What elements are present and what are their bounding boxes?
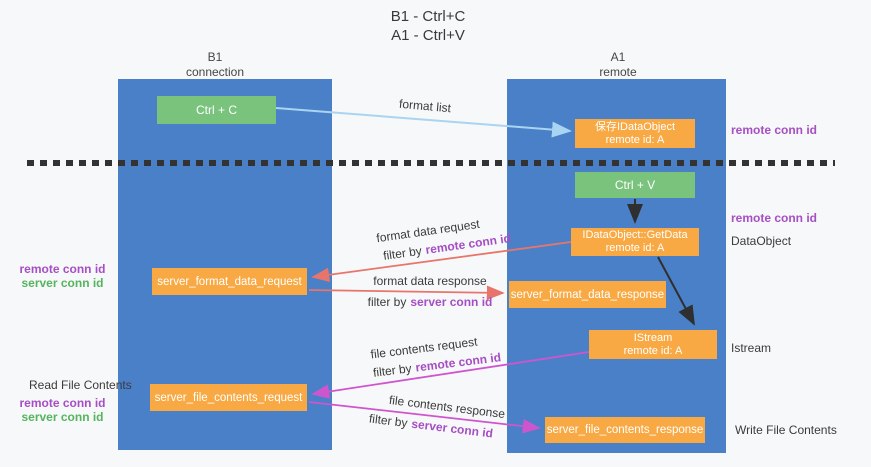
- left-conn-id-pair-format: remote conn id server conn id: [10, 262, 115, 290]
- server-file-contents-response-box: server_file_contents_response: [545, 417, 705, 443]
- ctrl-v-label: Ctrl + V: [614, 178, 656, 192]
- server-format-data-response-label: server_format_data_response: [510, 288, 665, 301]
- ctrl-v-box: Ctrl + V: [575, 172, 695, 198]
- ctrl-c-label: Ctrl + C: [195, 103, 237, 117]
- file-contents-response-arrow: [308, 401, 541, 434]
- istream-line2: remote id: A: [623, 344, 683, 357]
- title-line-b1: B1 - Ctrl+C: [390, 8, 466, 25]
- lane-a1-subtitle: remote: [599, 65, 637, 79]
- left-server-conn-id: server conn id: [21, 410, 104, 424]
- lane-a1-name: A1: [610, 50, 626, 64]
- istream-box: IStream remote id: A: [589, 330, 717, 359]
- format-data-response-arrow: [308, 285, 505, 300]
- format-data-response-label: format data response: [373, 274, 487, 288]
- getdata-to-istream-arrow: [657, 256, 695, 326]
- right-remote-conn-id-mid: remote conn id: [731, 211, 818, 225]
- save-idataobject-box: 保存IDataObject remote id: A: [575, 119, 695, 148]
- format-list-arrow: [275, 107, 572, 138]
- server-format-data-response-box: server_format_data_response: [509, 281, 666, 308]
- file-contents-request-arrow: [311, 351, 590, 399]
- server-format-data-request-box: server_format_data_request: [152, 268, 307, 295]
- left-server-conn-id: server conn id: [21, 276, 104, 290]
- filter-by-text: filter by: [367, 295, 407, 309]
- left-remote-conn-id: remote conn id: [19, 262, 106, 276]
- lane-b1-name: B1: [207, 50, 223, 64]
- server-conn-id-text: server conn id: [410, 295, 493, 309]
- server-file-contents-request-label: server_file_contents_request: [154, 391, 303, 404]
- read-file-contents-label: Read File Contents: [29, 378, 132, 392]
- server-format-data-request-label: server_format_data_request: [157, 275, 302, 288]
- write-file-contents-label: Write File Contents: [735, 423, 837, 437]
- idataobject-getdata-box: IDataObject::GetData remote id: A: [571, 228, 699, 256]
- server-file-contents-response-label: server_file_contents_response: [546, 424, 704, 436]
- lane-header-a1: A1 remote: [558, 50, 678, 80]
- lane-b1-subtitle: connection: [185, 65, 245, 79]
- istream-line1: IStream: [633, 331, 673, 344]
- getdata-line2: remote id: A: [605, 242, 665, 254]
- save-idataobject-line2: remote id: A: [605, 133, 665, 146]
- format-data-request-arrow: [311, 241, 572, 282]
- istream-side-label: Istream: [731, 341, 772, 355]
- save-idataobject-line1: 保存IDataObject: [594, 120, 676, 133]
- title-line-a1: A1 - Ctrl+V: [391, 27, 465, 44]
- lane-header-b1: B1 connection: [155, 50, 275, 80]
- dataobject-label: DataObject: [731, 234, 792, 248]
- diagram-title: B1 - Ctrl+C A1 - Ctrl+V: [348, 7, 508, 45]
- server-file-contents-request-box: server_file_contents_request: [150, 384, 307, 411]
- right-remote-conn-id-top: remote conn id: [731, 123, 818, 137]
- ctrl-c-box: Ctrl + C: [157, 96, 276, 124]
- left-conn-id-pair-file: remote conn id server conn id: [10, 396, 115, 424]
- getdata-line1: IDataObject::GetData: [582, 229, 688, 241]
- left-remote-conn-id: remote conn id: [19, 396, 106, 410]
